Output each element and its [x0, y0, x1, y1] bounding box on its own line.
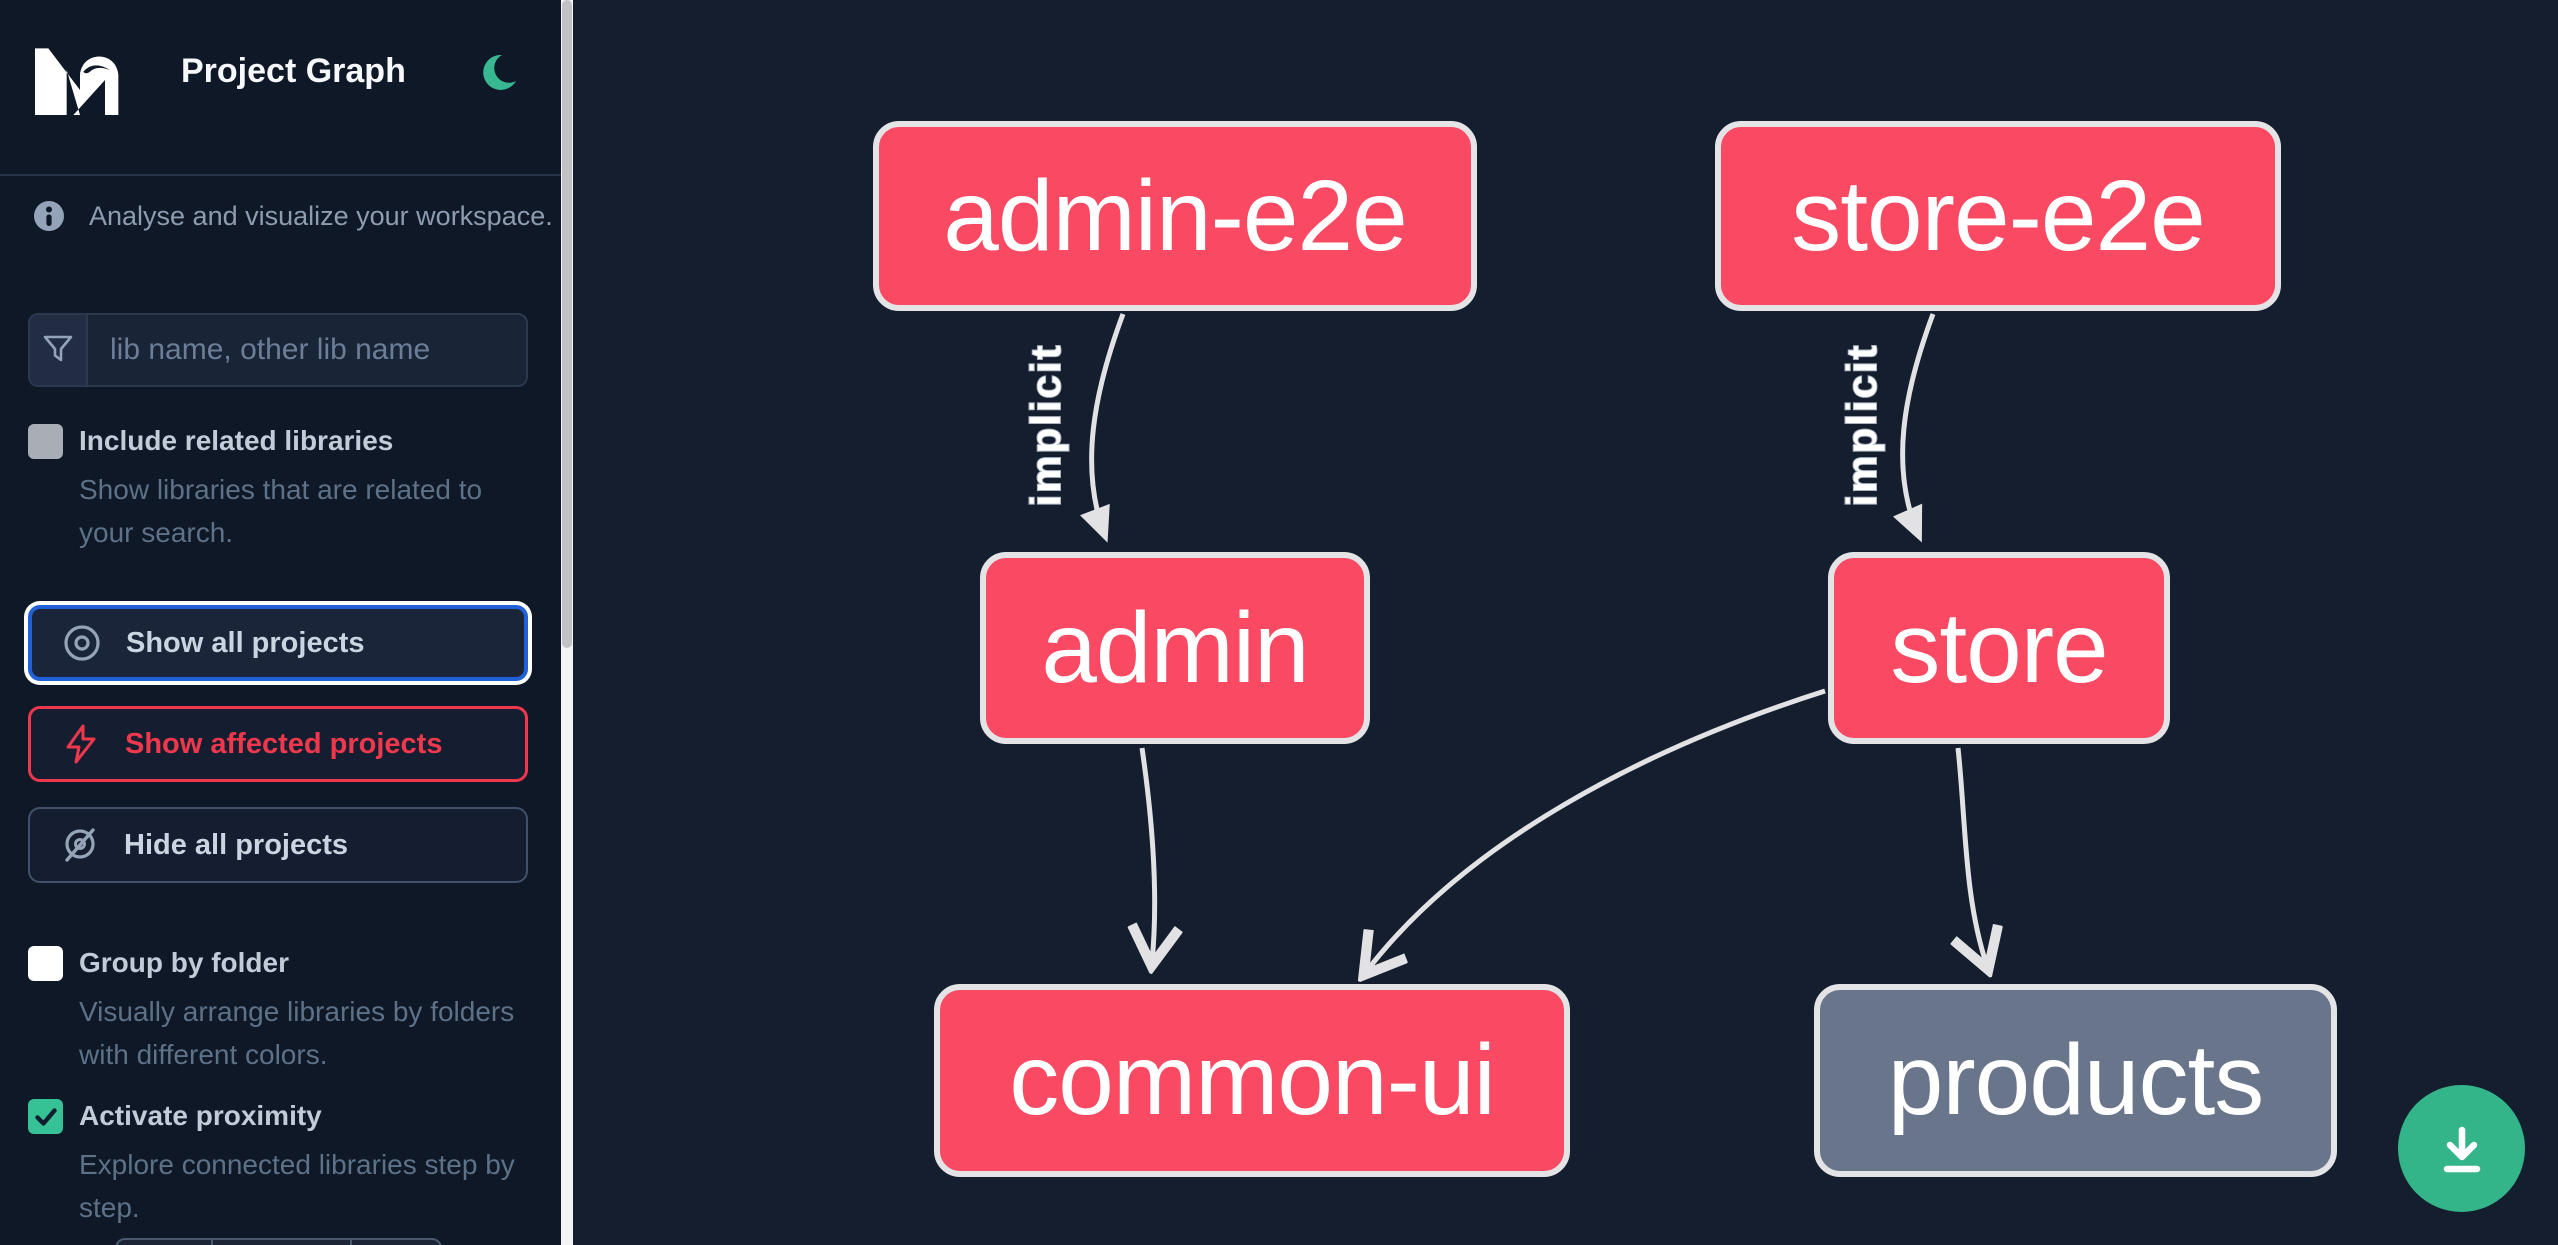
page-title: Project Graph	[181, 52, 406, 90]
show-affected-projects-label: Show affected projects	[125, 727, 443, 760]
proximity-depth-segmented-control[interactable]	[115, 1238, 442, 1245]
node-store-e2e[interactable]: store-e2e	[1715, 121, 2281, 311]
search-box	[28, 313, 528, 387]
bolt-icon	[61, 724, 101, 764]
node-common-ui[interactable]: common-ui	[934, 984, 1570, 1177]
group-by-folder-label: Group by folder	[79, 947, 289, 978]
info-icon	[34, 201, 64, 231]
activate-proximity-checkbox[interactable]	[28, 1099, 63, 1134]
check-icon	[34, 1107, 57, 1126]
hide-all-projects-label: Hide all projects	[124, 828, 349, 861]
segment-divider	[211, 1240, 213, 1245]
eye-icon	[62, 623, 102, 663]
eye-off-icon	[60, 825, 100, 865]
moon-icon[interactable]	[474, 52, 518, 96]
show-affected-projects-button[interactable]: Show affected projects	[28, 706, 528, 782]
show-all-projects-button[interactable]: Show all projects	[28, 605, 528, 681]
node-admin-e2e[interactable]: admin-e2e	[873, 121, 1477, 311]
segment-divider	[350, 1240, 352, 1245]
include-related-description: Show libraries that are related to your …	[79, 474, 483, 548]
sidebar-scrollbar[interactable]	[561, 0, 573, 1245]
workspace-info: Analyse and visualize your workspace.	[33, 200, 553, 232]
show-all-projects-label: Show all projects	[126, 626, 365, 659]
sidebar: Project Graph Analyse and visualize your…	[0, 0, 561, 1245]
activate-proximity-description: Explore connected libraries step by step…	[79, 1149, 515, 1223]
sidebar-scrollbar-thumb[interactable]	[562, 0, 572, 648]
activate-proximity-label: Activate proximity	[79, 1100, 322, 1131]
nx-logo	[35, 48, 119, 116]
node-products[interactable]: products	[1814, 984, 2337, 1177]
filter-icon	[30, 315, 88, 385]
group-by-folder-checkbox[interactable]	[28, 946, 63, 981]
include-related-row: Include related libraries Show libraries…	[28, 422, 528, 554]
hide-all-projects-button[interactable]: Hide all projects	[28, 807, 528, 883]
search-input[interactable]	[88, 315, 526, 385]
node-admin[interactable]: admin	[980, 552, 1370, 744]
activate-proximity-row: Activate proximity Explore connected lib…	[28, 1097, 528, 1229]
include-related-checkbox[interactable]	[28, 424, 63, 459]
node-store[interactable]: store	[1828, 552, 2170, 744]
info-text: Analyse and visualize your workspace.	[89, 200, 553, 231]
sidebar-header: Project Graph	[0, 0, 561, 176]
group-by-folder-row: Group by folder Visually arrange librari…	[28, 944, 528, 1076]
include-related-label: Include related libraries	[79, 425, 394, 456]
download-icon	[2443, 1126, 2480, 1172]
group-by-folder-description: Visually arrange libraries by folders wi…	[79, 996, 515, 1070]
save-image-button[interactable]	[2398, 1085, 2525, 1212]
